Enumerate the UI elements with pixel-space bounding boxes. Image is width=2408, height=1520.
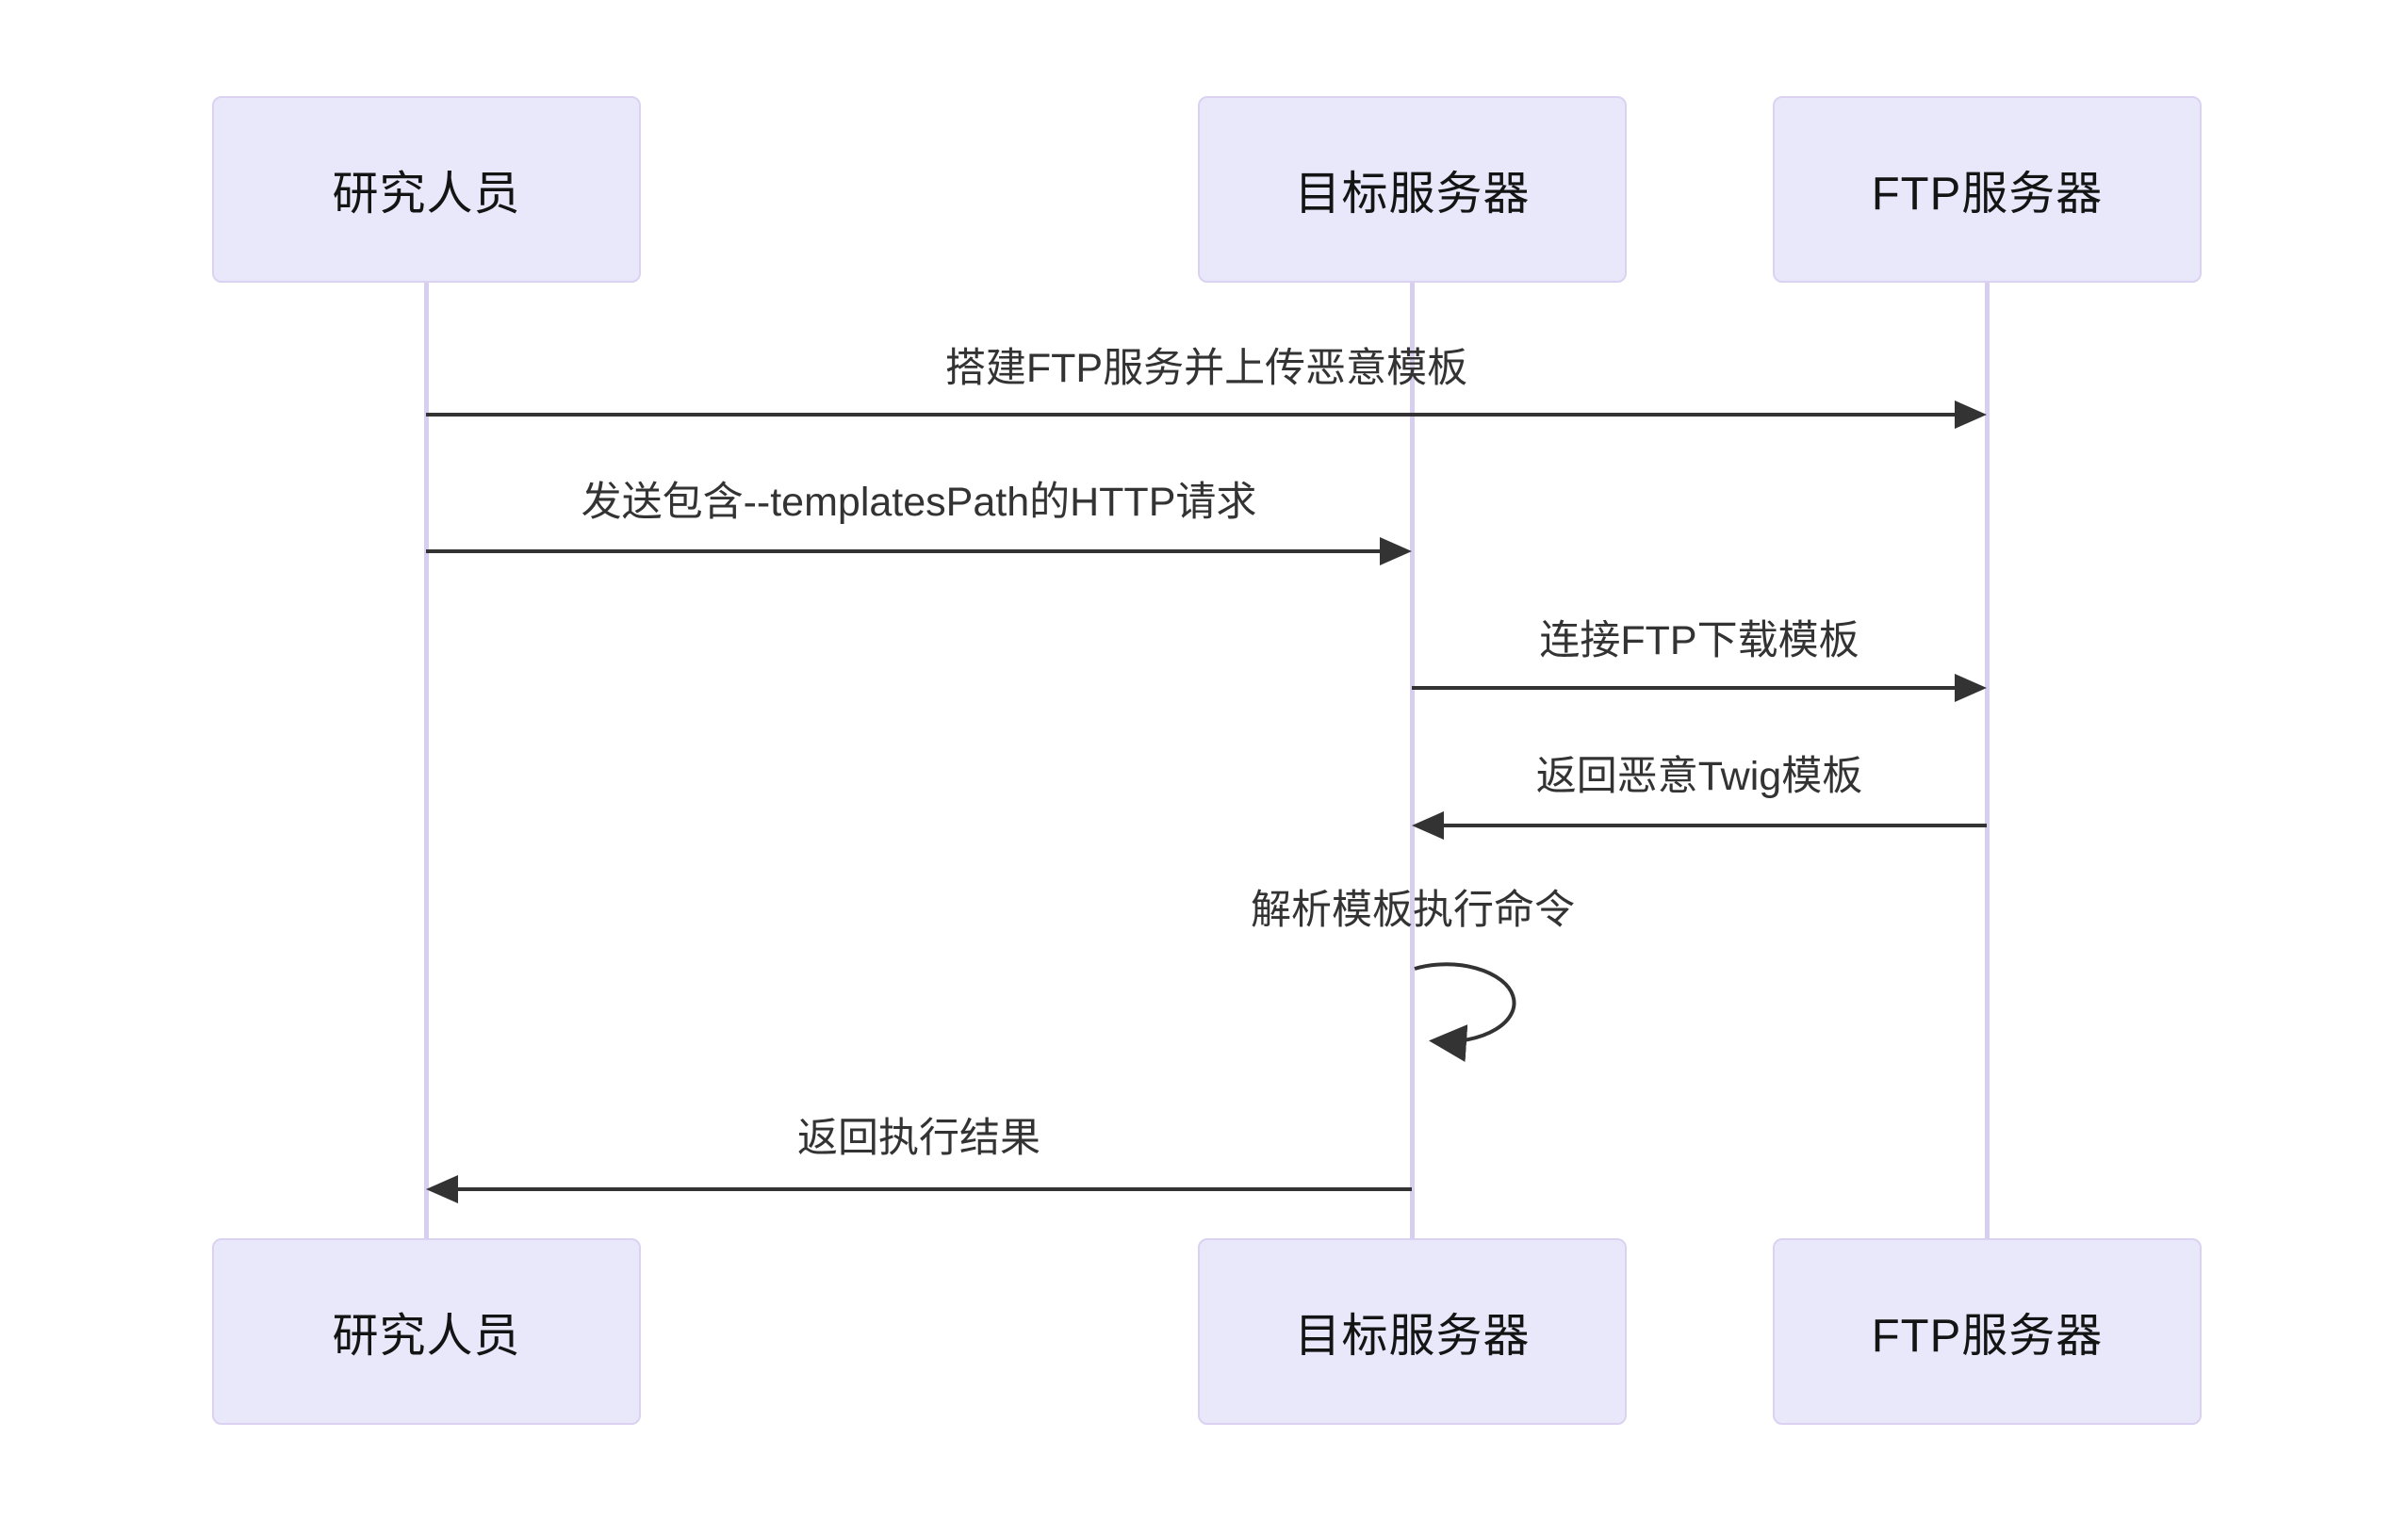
message-arrow-setup-ftp — [426, 413, 1958, 417]
arrowhead-left-icon — [1412, 811, 1444, 840]
actor-label: 目标服务器 — [1294, 168, 1531, 220]
actor-top-researcher: 研究人员 — [212, 96, 641, 283]
actor-label: 研究人员 — [332, 1310, 521, 1362]
lifeline-researcher — [424, 283, 429, 1240]
arrowhead-right-icon — [1955, 674, 1987, 702]
actor-bottom-ftp-server: FTP服务器 — [1773, 1238, 2202, 1425]
actor-bottom-target-server: 目标服务器 — [1198, 1238, 1627, 1425]
message-label-connect-ftp: 连接FTP下载模板 — [1539, 618, 1859, 663]
lifeline-ftp-server — [1985, 283, 1990, 1240]
actor-label: 目标服务器 — [1294, 1310, 1531, 1362]
message-arrow-return-twig — [1440, 824, 1987, 827]
arrowhead-left-icon — [426, 1175, 458, 1203]
arrowhead-right-icon — [1380, 537, 1412, 565]
message-label-setup-ftp: 搭建FTP服务并上传恶意模板 — [944, 346, 1468, 391]
actor-bottom-researcher: 研究人员 — [212, 1238, 641, 1425]
message-arrow-http-request — [426, 549, 1384, 553]
message-label-return-result: 返回执行结果 — [797, 1116, 1040, 1161]
message-label-parse-template: 解析模板执行命令 — [1251, 888, 1575, 933]
actor-top-target-server: 目标服务器 — [1198, 96, 1627, 283]
self-loop-arrow — [1414, 962, 1516, 1062]
lifeline-target-server — [1410, 283, 1415, 1240]
message-arrow-return-result — [454, 1187, 1412, 1191]
arrowhead-right-icon — [1955, 400, 1987, 429]
message-label-return-twig: 返回恶意Twig模板 — [1535, 754, 1863, 799]
message-arrow-connect-ftp — [1412, 686, 1958, 690]
actor-label: FTP服务器 — [1871, 168, 2104, 220]
message-label-http-request: 发送包含--templatesPath的HTTP请求 — [581, 480, 1257, 525]
actor-label: 研究人员 — [332, 168, 521, 220]
actor-label: FTP服务器 — [1871, 1310, 2104, 1362]
actor-top-ftp-server: FTP服务器 — [1773, 96, 2202, 283]
